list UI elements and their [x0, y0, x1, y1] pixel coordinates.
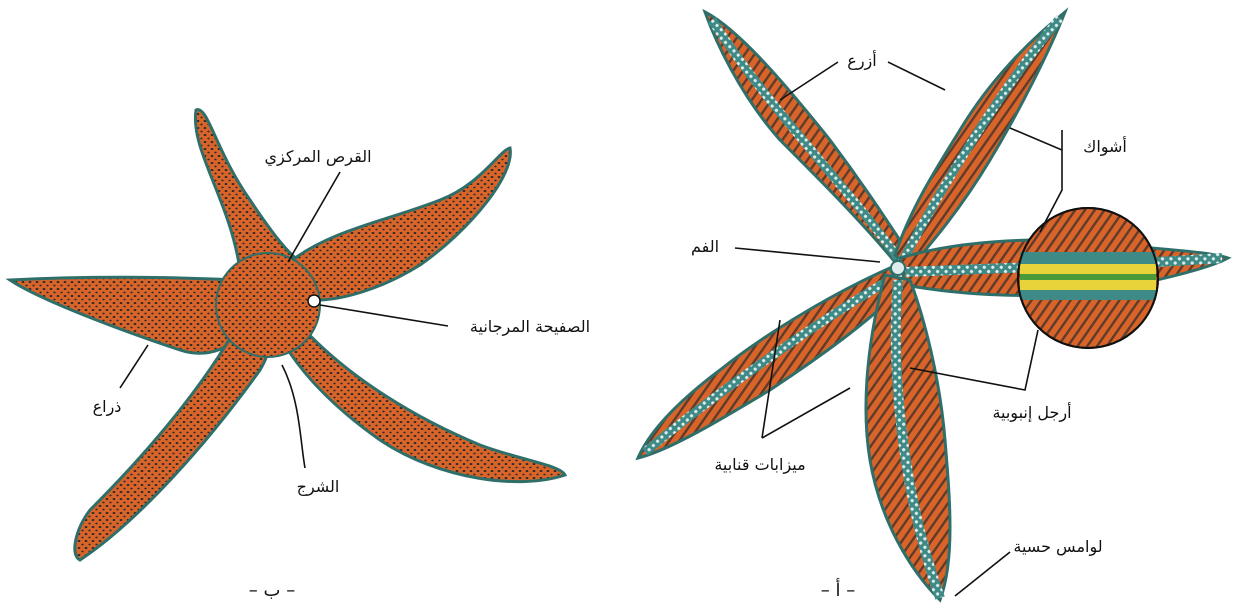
starfish-b-arm-left [10, 277, 245, 353]
starfish-b-arm-top [195, 110, 300, 270]
starfish-b-central-disc [216, 253, 320, 357]
label-tube-feet: أرجل إنبوبية [992, 402, 1071, 423]
label-spines: أشواك [1083, 136, 1127, 157]
caption-a: – أ – [821, 578, 855, 601]
starfish-a-arm-bottom [866, 275, 950, 600]
label-central-disc: القرص المركزي [264, 147, 371, 167]
cross-section-magnifier [1018, 208, 1158, 348]
starfish-b-arm-upper-right [290, 148, 510, 300]
label-mouth: الفم [691, 237, 719, 256]
caption-b: – ب – [249, 580, 295, 601]
label-arm: ذراع [93, 397, 122, 417]
starfish-b-arm-lower-left [75, 325, 269, 560]
label-arms: أزرع [847, 50, 876, 71]
starfish-b-arm-lower-right [285, 325, 565, 482]
starfish-a [638, 12, 1228, 600]
madreporite-marker [308, 295, 320, 307]
label-ambulacral-grooves: ميزابات قنابية [714, 455, 805, 475]
starfish-a-mouth [891, 261, 905, 275]
label-sensory-tentacles: لوامس حسية [1013, 537, 1102, 557]
label-anus: الشرج [297, 477, 340, 497]
label-madreporite: الصفيحة المرجانية [470, 317, 590, 337]
